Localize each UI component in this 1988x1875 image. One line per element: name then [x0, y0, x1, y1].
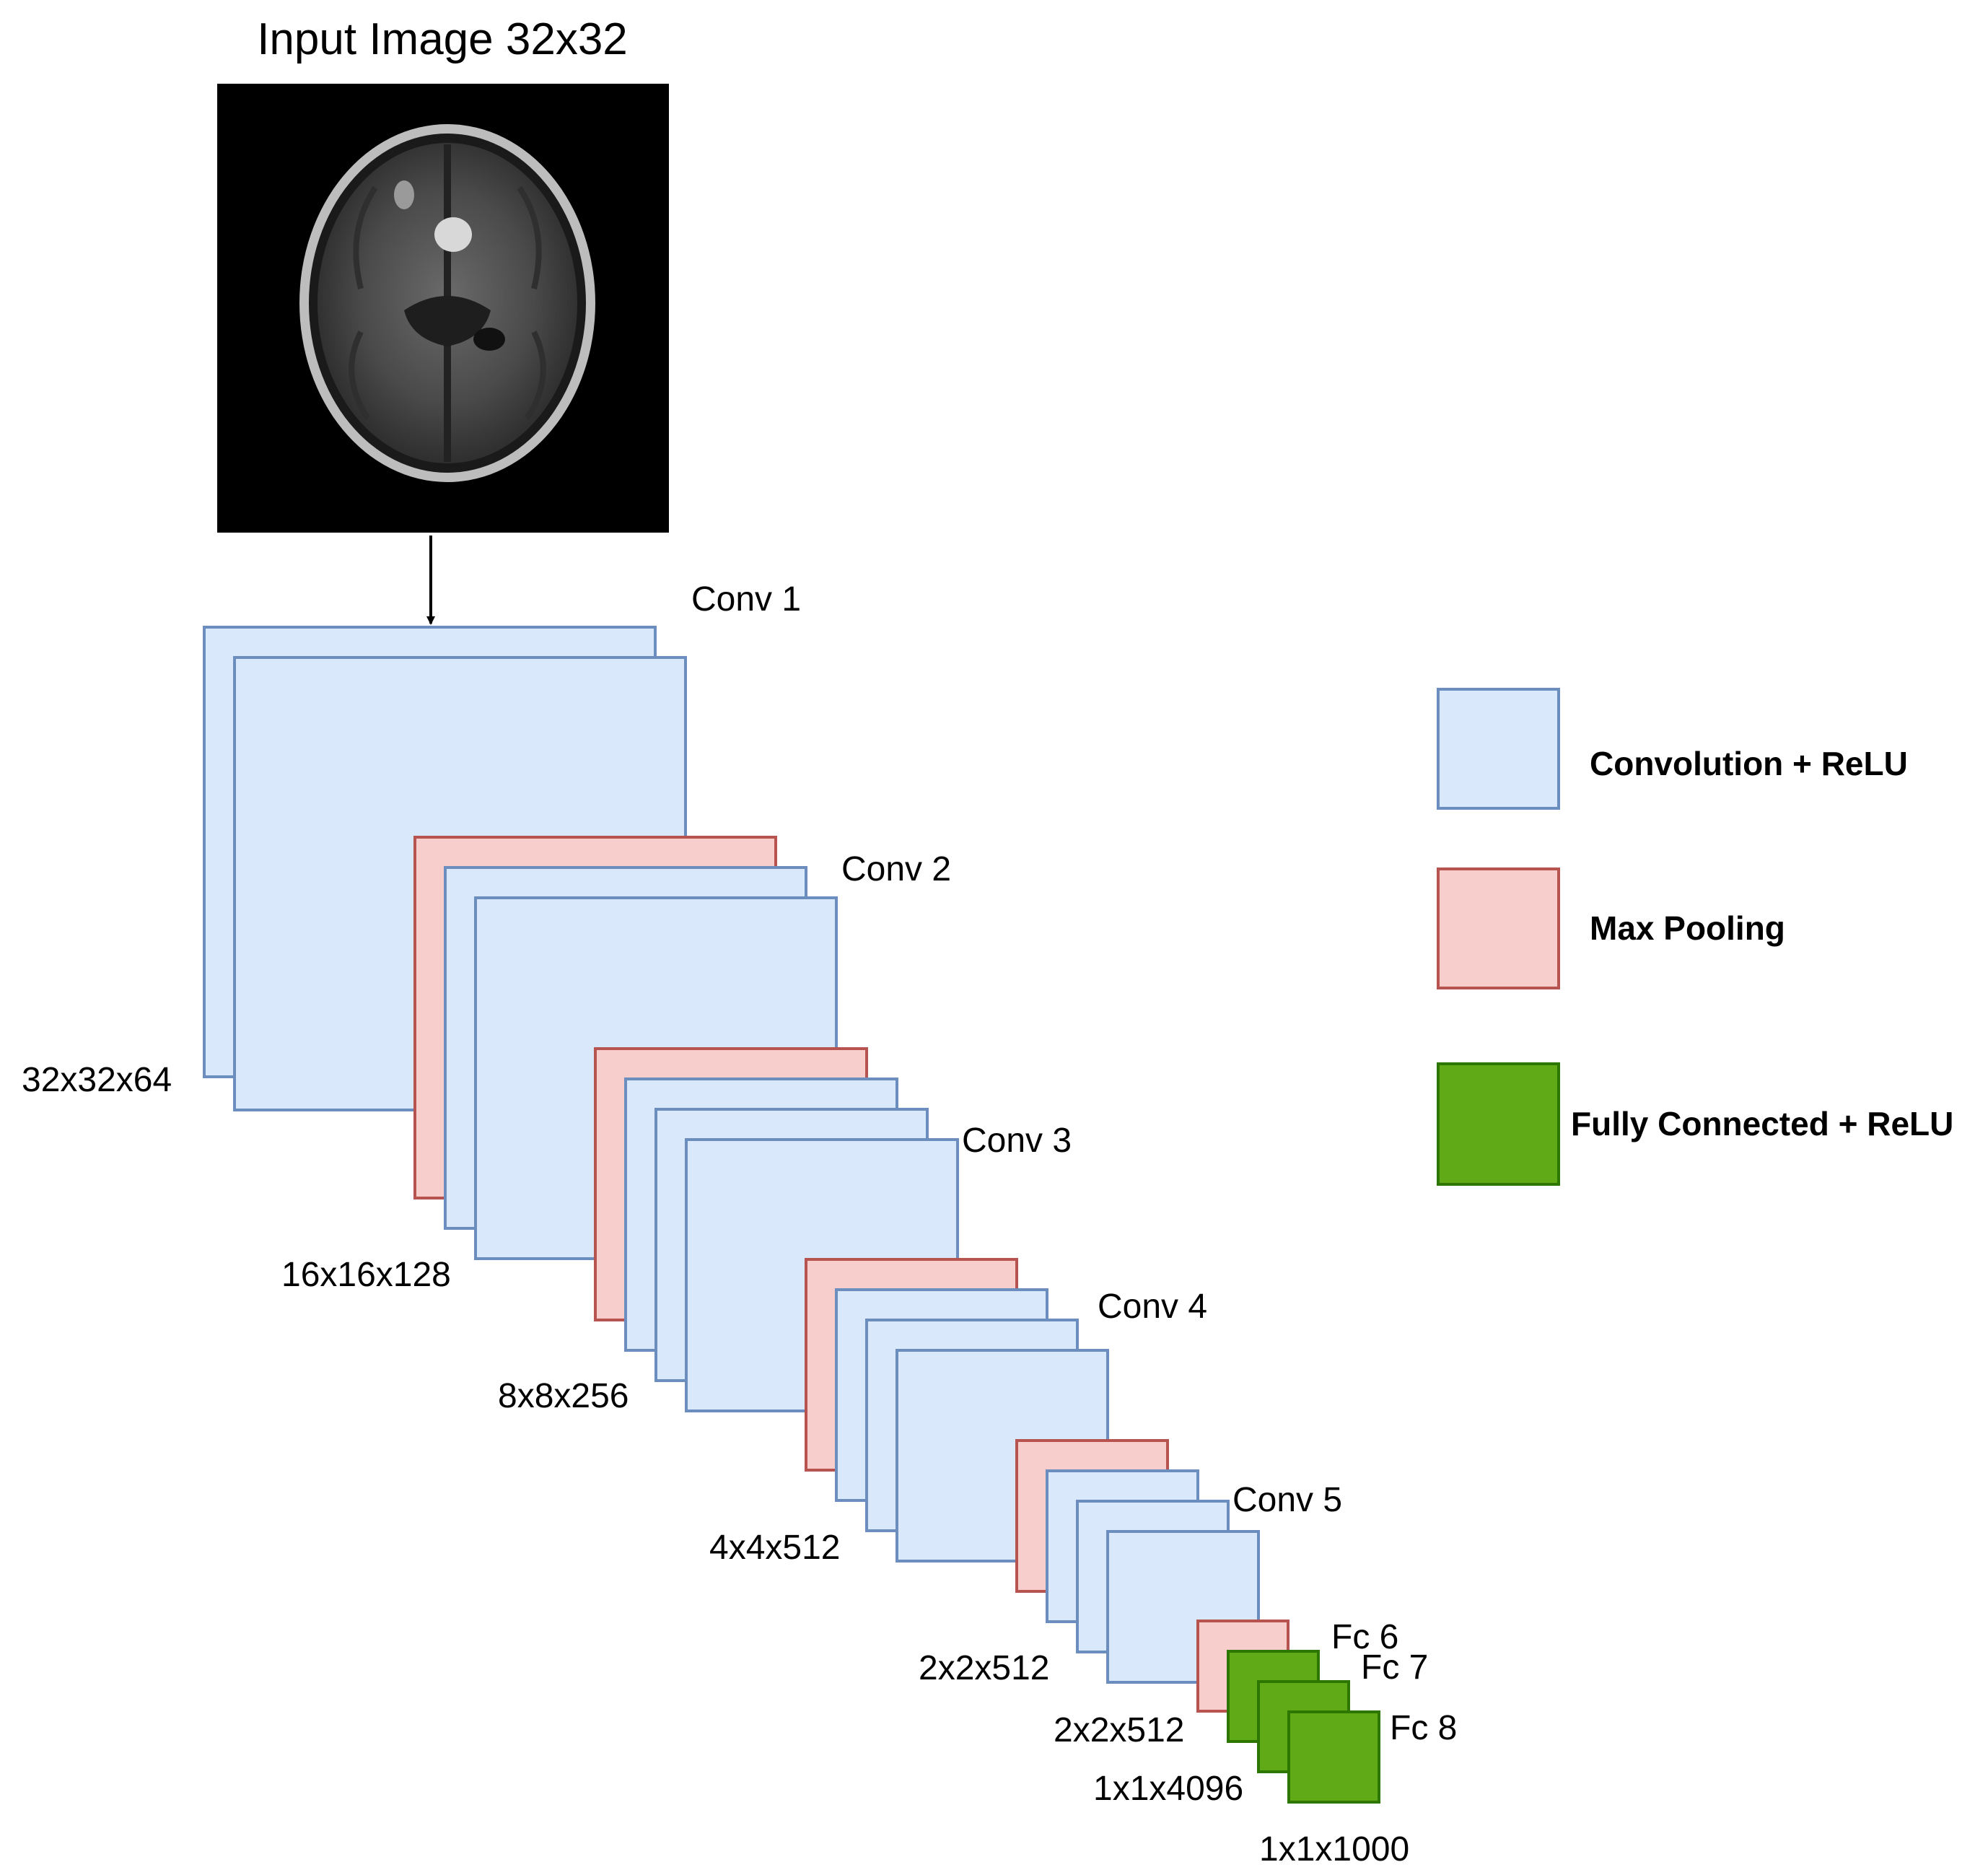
conv1-dims: 32x32x64	[22, 1061, 172, 1099]
fc6-label: Fc 6	[1331, 1618, 1398, 1656]
conv1-label: Conv 1	[691, 580, 801, 619]
legend-swatch-pool	[1437, 867, 1560, 989]
legend-label-fc: Fully Connected + ReLU	[1571, 1105, 1953, 1142]
conv3-dims: 8x8x256	[498, 1377, 629, 1415]
conv3-label: Conv 3	[962, 1122, 1072, 1160]
fc7-dims: 1x1x4096	[1093, 1770, 1243, 1808]
conv4-label: Conv 4	[1098, 1288, 1207, 1326]
legend-swatch-fc	[1437, 1062, 1560, 1186]
legend: Convolution + ReLU Max Pooling Fully Con…	[1437, 688, 1953, 1186]
conv5-dims: 2x2x512	[919, 1649, 1049, 1687]
legend-label-conv: Convolution + ReLU	[1590, 745, 1908, 782]
input-mri-image	[217, 84, 669, 533]
fc8-map	[1287, 1710, 1380, 1804]
conv4-dims: 4x4x512	[709, 1529, 840, 1567]
input-image-title: Input Image 32x32	[257, 14, 628, 64]
fc7-label: Fc 7	[1361, 1648, 1428, 1687]
fc8-dims: 1x1x1000	[1259, 1830, 1409, 1869]
legend-label-pool: Max Pooling	[1590, 909, 1785, 947]
pool5-dims: 2x2x512	[1054, 1711, 1184, 1749]
fc8-label: Fc 8	[1390, 1709, 1457, 1747]
conv5-label: Conv 5	[1232, 1481, 1342, 1519]
conv2-dims: 16x16x128	[281, 1256, 451, 1294]
legend-swatch-conv	[1437, 688, 1560, 810]
conv2-label: Conv 2	[841, 850, 951, 888]
